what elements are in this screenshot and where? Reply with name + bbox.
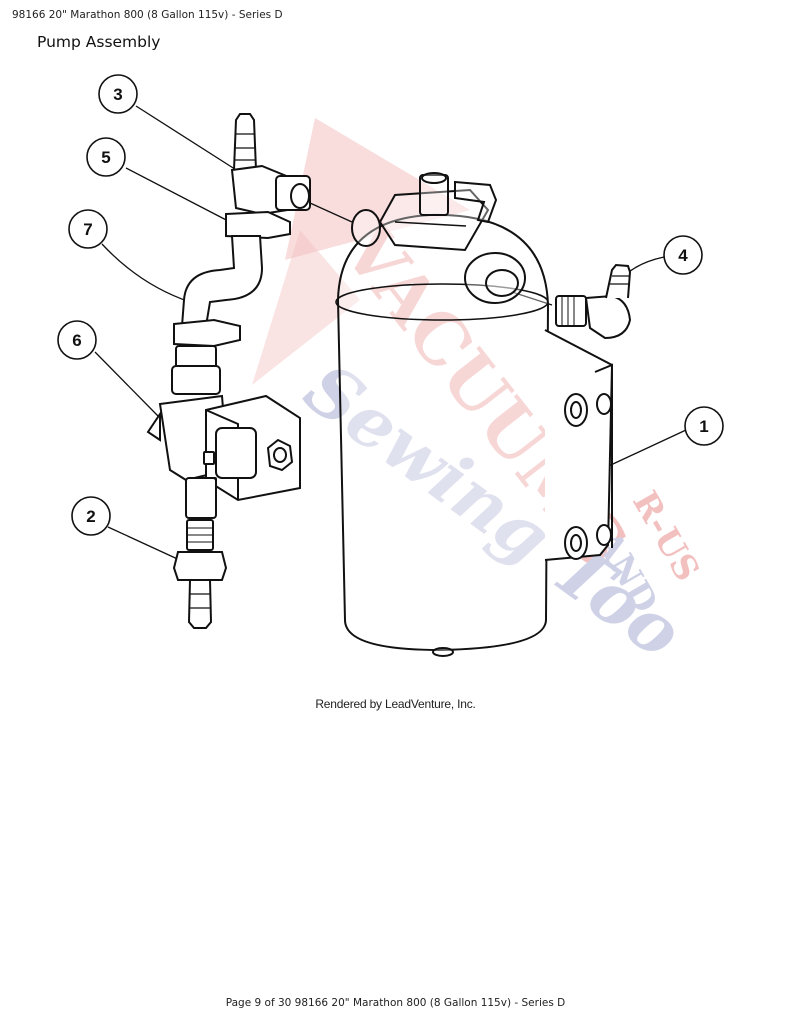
lower-barb-fitting <box>172 519 228 629</box>
leader-line-3 <box>135 105 253 181</box>
pump-tank <box>335 172 550 657</box>
tee-upper-barb <box>232 113 258 171</box>
tank-shoulder-line <box>335 283 549 321</box>
callout-3-number: 3 <box>113 85 122 104</box>
tank-top-nipple-opening <box>421 172 447 184</box>
callout-4: 4 <box>663 235 703 275</box>
callout-6: 6 <box>57 320 97 360</box>
tank-top-cap <box>378 188 490 252</box>
hose-clamp-lower <box>173 318 241 348</box>
tank-side-port <box>464 252 526 304</box>
leader-lines <box>94 105 687 563</box>
callouts: 3 5 7 6 2 4 1 <box>57 74 724 536</box>
valve-hex-nut-center <box>273 447 287 463</box>
tee-fitting <box>230 113 311 216</box>
leader-line-1 <box>599 429 687 471</box>
hose-assembly <box>173 210 291 348</box>
callout-7: 7 <box>68 209 108 249</box>
bracket-hole-lower-inner <box>570 534 582 552</box>
leader-line-5 <box>125 167 233 224</box>
tank-left-boss <box>351 209 381 247</box>
callout-2: 2 <box>71 496 111 536</box>
elbow-threaded-nipple <box>555 295 587 327</box>
watermark-red-chevron-2 <box>252 230 360 385</box>
tank-top-clip <box>454 180 498 224</box>
elbow-barb <box>605 263 632 299</box>
hose-7 <box>180 235 264 327</box>
bracket-hole-upper-inner <box>570 401 582 419</box>
section-title: Pump Assembly <box>37 33 161 51</box>
leader-line-6 <box>94 351 159 417</box>
callout-1: 1 <box>684 406 724 446</box>
tank-top-nipple <box>419 174 449 216</box>
lower-hex-body <box>172 551 228 581</box>
callout-5: 5 <box>86 137 126 177</box>
valve-coil-face <box>215 427 257 479</box>
bracket-stud-upper <box>596 393 612 415</box>
callout-2-number: 2 <box>86 507 95 526</box>
callout-1-number: 1 <box>699 417 708 436</box>
tee-outlet-opening <box>290 183 310 209</box>
callout-4-number: 4 <box>678 246 688 265</box>
lower-barb <box>187 579 213 629</box>
watermark-red-chevron <box>285 118 470 260</box>
valve-outlet-stem <box>185 477 217 519</box>
tank-bottom-foot <box>432 647 454 657</box>
valve-terminal-upper <box>203 451 215 465</box>
callout-5-number: 5 <box>101 148 110 167</box>
leader-line-elbow-to-tank <box>309 202 353 223</box>
callout-3: 3 <box>98 74 138 114</box>
bracket-stud-lower <box>596 524 612 546</box>
leader-line-7 <box>101 243 191 303</box>
tank-side-port-inner <box>485 269 519 297</box>
mounting-bracket <box>544 329 614 561</box>
bracket-flange <box>594 363 613 548</box>
render-credit: Rendered by LeadVenture, Inc. <box>315 697 476 711</box>
valve-upper-nut <box>171 365 221 395</box>
elbow-body <box>584 294 632 340</box>
hose-clamp-upper <box>225 210 291 240</box>
solenoid-valve <box>146 345 301 519</box>
document-footer: Page 9 of 30 98166 20" Marathon 800 (8 G… <box>225 997 566 1009</box>
document-header: 98166 20" Marathon 800 (8 Gallon 115v) -… <box>12 9 283 21</box>
elbow-barb-fitting <box>555 263 632 340</box>
leader-line-2 <box>107 526 185 563</box>
valve-inlet-nut <box>175 345 217 369</box>
callout-6-number: 6 <box>72 331 81 350</box>
tank-top-cap-edge <box>394 221 467 227</box>
pump-assembly-diagram: VACUUMS R-US AND Sewing Too <box>57 74 724 674</box>
callout-7-number: 7 <box>83 220 92 239</box>
valve-side-stub <box>146 410 161 442</box>
